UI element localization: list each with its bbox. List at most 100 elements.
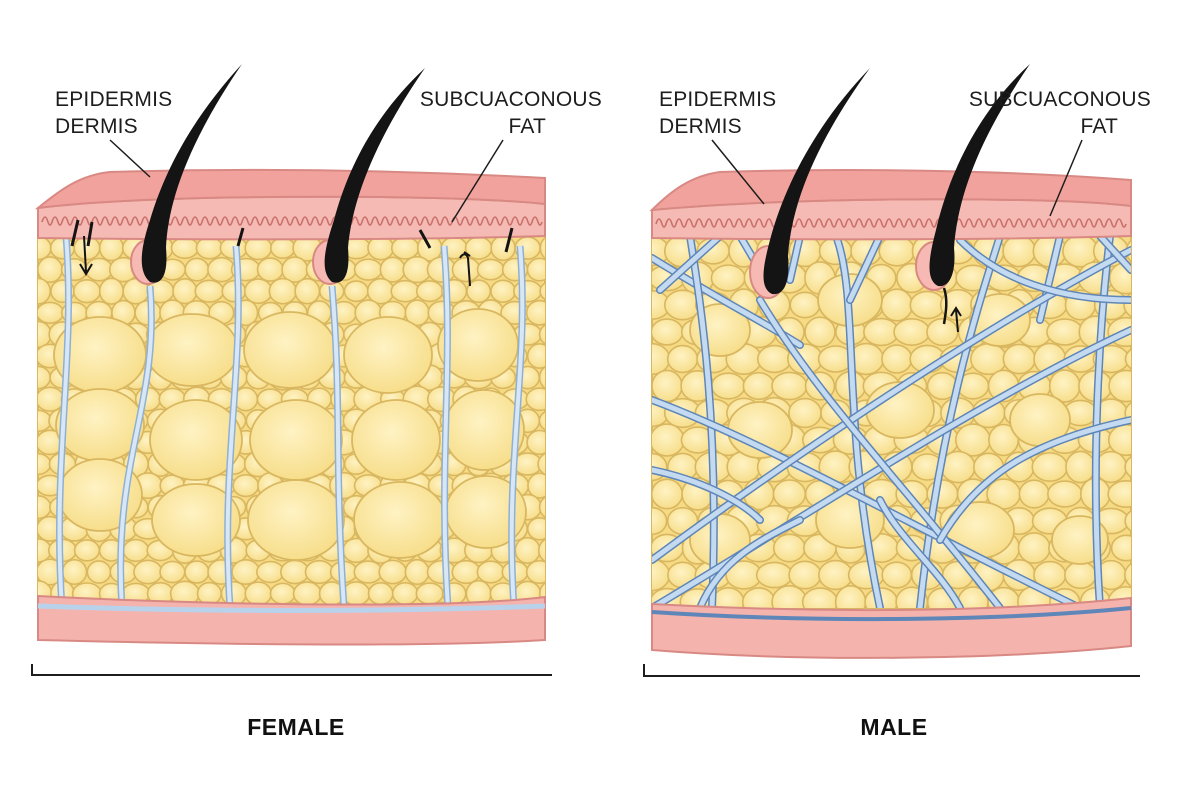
female-fascia-line <box>37 603 546 613</box>
male-fat-cell <box>881 561 913 589</box>
female-fat-cell <box>538 366 545 390</box>
male-hair-1 <box>763 68 870 295</box>
male-septum <box>1097 236 1131 273</box>
female-fat-cell <box>539 236 545 260</box>
female-large-fat-cell <box>343 316 433 394</box>
male-fat-cell <box>1065 450 1096 484</box>
female-fat-cell <box>537 538 545 563</box>
female-fat-cell <box>38 538 52 563</box>
female-fat-cell <box>220 580 247 607</box>
female-fat-cell <box>38 452 52 476</box>
male-fat-cell <box>1094 450 1128 484</box>
male-fat-cell <box>1124 456 1131 478</box>
male-fat-cell <box>1018 479 1050 509</box>
female-fat-cell <box>526 429 545 456</box>
male-skin-panel <box>643 64 1175 677</box>
male-septum <box>787 236 803 283</box>
female-label-fat: FAT <box>508 115 546 138</box>
male-fat-cell <box>756 344 792 374</box>
female-fat-cell <box>525 299 545 326</box>
male-fat-cell <box>1046 318 1084 346</box>
male-fat-cell <box>804 316 836 348</box>
female-large-fat-cell <box>149 399 243 481</box>
male-fat-cell <box>710 372 746 400</box>
male-fat-cell <box>1017 532 1051 564</box>
male-fat-cell <box>1139 373 1175 400</box>
female-label-subcutaneous: SUBCUACONOUS <box>419 88 602 111</box>
male-arrow <box>950 306 962 333</box>
female-fat-cell <box>537 452 545 476</box>
female-fat-cell <box>256 560 285 584</box>
male-fat-cell <box>1002 343 1036 375</box>
female-fat-cell <box>38 301 65 324</box>
male-septum <box>957 237 1131 303</box>
male-label-dermis: DERMIS <box>659 115 742 138</box>
male-fat-cell <box>755 561 793 589</box>
male-fat-cell <box>789 291 821 319</box>
female-fat-cell <box>38 320 52 349</box>
male-fat-cell <box>878 236 916 267</box>
female-fat-cell <box>551 559 577 585</box>
female-septum <box>330 285 346 608</box>
male-fat-cell <box>772 479 807 509</box>
male-fat-cell <box>652 342 671 376</box>
male-fat-cell <box>666 344 699 374</box>
female-fat-cell <box>451 256 481 283</box>
female-leader-fat <box>451 139 504 223</box>
male-fat-cell <box>742 371 775 401</box>
female-fat-cell <box>38 495 52 520</box>
female-fat-cell <box>379 256 406 283</box>
female-fat-cell <box>451 559 481 585</box>
male-fat-cell <box>1047 480 1083 508</box>
female-large-fat-cell <box>247 479 345 561</box>
female-fat-cell <box>292 581 322 606</box>
male-fascia-line <box>651 606 1132 622</box>
male-fat-cell <box>1124 562 1131 588</box>
male-fat-cell <box>652 423 685 457</box>
male-dermal-papillae <box>655 218 1127 228</box>
male-fat-cell <box>1123 292 1131 318</box>
male-septum <box>937 417 1131 543</box>
female-fat-cell <box>73 539 101 562</box>
female-fat-cell <box>526 343 545 369</box>
male-septum <box>877 497 963 608</box>
female-fat-cell <box>304 559 334 585</box>
male-fat-cell <box>652 478 684 510</box>
female-leader-epidermis <box>109 139 151 178</box>
female-fat-cell <box>133 559 163 585</box>
male-bottom-fascia <box>651 596 1132 659</box>
male-fat-cell <box>909 290 946 320</box>
female-skin-panel <box>31 64 579 676</box>
female-large-fat-cell <box>145 313 239 387</box>
female-fat-cell <box>390 279 420 303</box>
female-fat-cell <box>195 236 224 260</box>
female-label-epidermis: EPIDERMIS <box>55 88 173 111</box>
male-fat-cell <box>893 318 931 346</box>
male-fat-cell <box>1142 316 1171 347</box>
female-large-fat-cell <box>351 399 441 481</box>
female-fat-cell <box>550 475 579 496</box>
female-fat-cell <box>476 560 505 584</box>
female-fat-cell <box>269 236 296 260</box>
female-fat-cell <box>404 558 430 586</box>
male-septum <box>847 236 883 303</box>
male-septa-network <box>652 236 1131 608</box>
female-fat-cell <box>294 277 321 305</box>
male-label-fat: FAT <box>1080 115 1118 138</box>
female-large-fat-cell <box>151 483 241 557</box>
male-label-epidermis: EPIDERMIS <box>659 88 777 111</box>
male-fat-cell <box>818 559 854 591</box>
female-large-fat-cell <box>243 311 337 389</box>
female-fat-cell <box>550 300 578 325</box>
female-fat-cell <box>243 278 273 305</box>
female-fat-cell <box>172 278 198 305</box>
female-fat-cell <box>353 560 383 584</box>
female-septum <box>118 285 154 608</box>
female-fat-cell <box>73 236 101 261</box>
male-leader-fat <box>1049 139 1083 217</box>
male-fat-cell <box>1124 348 1131 370</box>
female-fat-cell <box>391 581 419 606</box>
male-fat-cell <box>652 369 683 403</box>
male-fat-cell <box>1002 236 1037 268</box>
male-hair-root-tail <box>942 287 948 325</box>
